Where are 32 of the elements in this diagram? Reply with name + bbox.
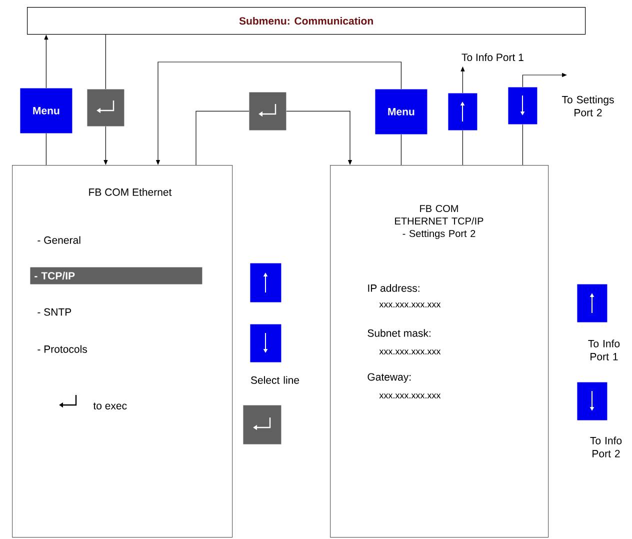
menu-item: - General xyxy=(38,236,80,244)
selected-item: - TCP/IP xyxy=(30,267,202,284)
field-value: xxx.xxx.xxx.xxx xyxy=(379,350,441,354)
menu-button: Menu xyxy=(20,88,72,134)
connector-line xyxy=(400,134,402,166)
menu-item: - SNTP xyxy=(38,308,72,316)
enter-button xyxy=(243,405,282,444)
connector-line xyxy=(105,34,106,90)
note-text: To Settings Port 2 xyxy=(562,96,614,116)
button-caption: Select line xyxy=(250,376,300,384)
connector-line xyxy=(196,110,250,166)
down-arrow-button xyxy=(508,87,538,124)
up-arrow-button xyxy=(250,263,282,302)
screen-title: FB COM Ethernet xyxy=(89,188,172,196)
field-label: Gateway: xyxy=(368,373,411,383)
field-label: IP address: xyxy=(368,284,420,292)
button-caption: To Info Port 1 xyxy=(588,340,620,360)
enter-button xyxy=(87,89,124,126)
hint-text: to exec xyxy=(93,402,127,410)
field-label: Subnet mask: xyxy=(368,329,430,337)
enter-button xyxy=(249,92,286,130)
up-arrow-button xyxy=(448,93,478,130)
connector-line xyxy=(522,124,523,166)
field-value: xxx.xxx.xxx.xxx xyxy=(379,394,441,398)
button-caption: To Info Port 2 xyxy=(590,436,622,458)
bare-text: To Info Port 1 xyxy=(462,53,524,62)
field-value: xxx.xxx.xxx.xxx xyxy=(379,302,441,308)
menu-item: - Protocols xyxy=(38,345,87,353)
screen-title: FB COM ETHERNET TCP/IP - Settings Port 2 xyxy=(395,204,484,240)
menu-button: Menu xyxy=(375,89,428,134)
heading-bar: Submenu: Communication xyxy=(27,7,586,35)
connector-line xyxy=(462,130,463,166)
